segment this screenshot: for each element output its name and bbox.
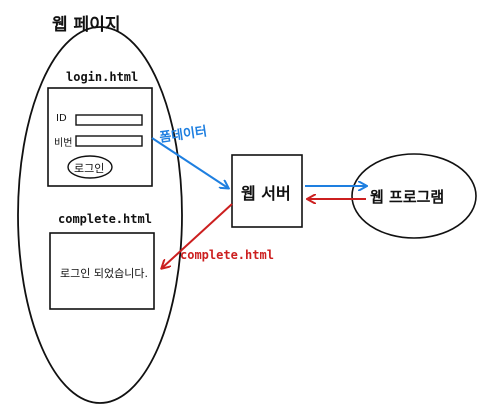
- complete-response-label: complete.html: [180, 248, 274, 262]
- pw-input-box: [75, 135, 143, 147]
- web-server-box: [231, 154, 303, 228]
- complete-response-arrow: [162, 203, 233, 268]
- web-program-label: 웹 프로그램: [370, 188, 445, 206]
- id-label: ID: [56, 113, 67, 124]
- web-server-label: 웹 서버: [241, 184, 291, 203]
- complete-page-filename: complete.html: [58, 212, 152, 226]
- login-button: 로그인: [74, 162, 105, 175]
- web-program-ellipse: [351, 153, 477, 239]
- login-page-filename: login.html: [66, 70, 139, 84]
- form-data-arrow: [151, 137, 228, 188]
- web-page-ellipse: [17, 26, 183, 404]
- pw-label: 비번: [54, 138, 73, 149]
- complete-message: 로그인 되었습니다.: [60, 267, 148, 280]
- login-button-outline: [67, 155, 113, 179]
- id-input-box: [75, 114, 143, 126]
- web-page-label: 웹 페이지: [52, 15, 121, 35]
- login-page-box: [47, 87, 153, 187]
- complete-page-box: [49, 232, 155, 310]
